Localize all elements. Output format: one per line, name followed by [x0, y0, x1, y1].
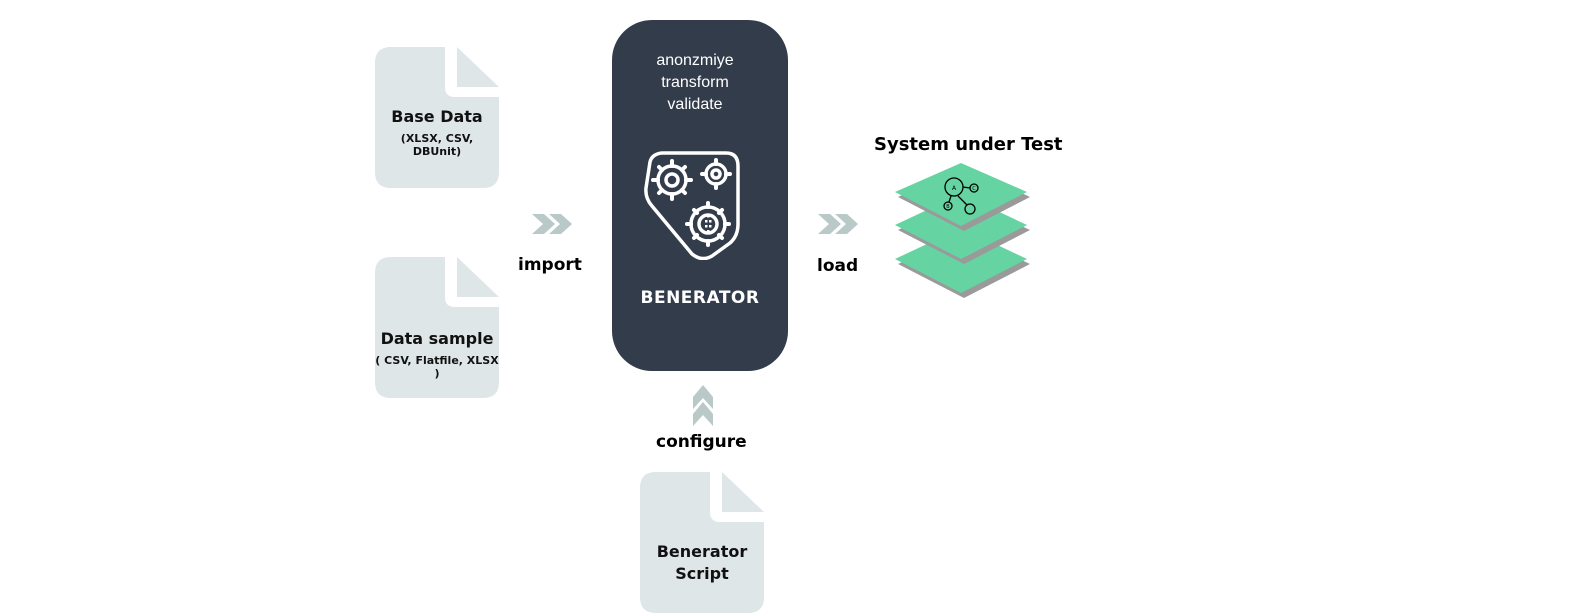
svg-text:C: C — [972, 186, 976, 192]
engine-name: BENERATOR — [640, 288, 760, 308]
benerator-script-document: Benerator Script — [640, 472, 764, 613]
database-layers-icon: A C B — [895, 163, 1030, 298]
data-sample-title: Data sample — [380, 329, 494, 348]
engine-step-validate: validate — [667, 96, 723, 113]
configure-label: configure — [656, 432, 747, 452]
benerator-script-title-line2: Script — [675, 564, 729, 583]
load-arrow-icon — [818, 214, 858, 234]
system-under-test-title: System under Test — [874, 134, 1063, 155]
engine-steps: anonzmiye transform validate — [612, 50, 778, 116]
configure-arrow-icon — [693, 385, 713, 426]
import-label: import — [518, 255, 582, 275]
benerator-script-title-line1: Benerator — [656, 542, 748, 561]
svg-text:B: B — [946, 204, 950, 210]
gears-icon — [644, 151, 740, 260]
document-icon — [640, 472, 764, 613]
base-data-title: Base Data — [391, 107, 483, 126]
svg-text:A: A — [952, 185, 957, 192]
import-arrow-icon — [532, 214, 572, 234]
base-data-document: Base Data (XLSX, CSV, DBUnit) — [375, 47, 499, 188]
data-sample-document: Data sample ( CSV, Flatfile, XLSX ) — [375, 257, 499, 398]
document-icon — [375, 257, 499, 398]
base-data-formats: (XLSX, CSV, DBUnit) — [400, 132, 474, 158]
load-label: load — [817, 256, 859, 276]
benerator-engine: anonzmiye transform validate — [612, 20, 788, 371]
engine-step-transform: transform — [661, 74, 729, 91]
document-icon — [375, 47, 499, 188]
engine-step-anonymize: anonzmiye — [656, 52, 734, 69]
data-sample-formats: ( CSV, Flatfile, XLSX ) — [375, 354, 499, 380]
